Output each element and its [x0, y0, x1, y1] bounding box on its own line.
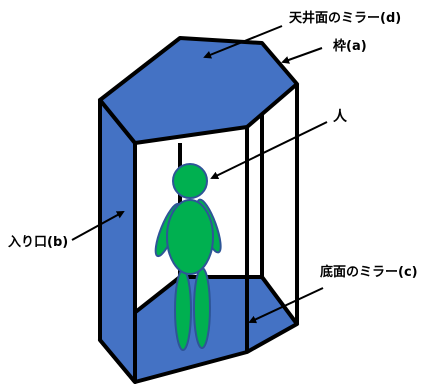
- label-floor-mirror: 底面のミラー(c): [320, 264, 418, 280]
- label-frame: 枠(a): [333, 38, 367, 54]
- label-person: 人: [333, 108, 348, 125]
- arrow-floor-mirror: [248, 287, 324, 324]
- arrow-frame: [281, 47, 323, 64]
- arrow-ceiling-mirror: [203, 25, 283, 59]
- label-ceiling-mirror: 天井面のミラー(d): [289, 10, 401, 26]
- ceiling-mirror-panel: [98, 36, 299, 145]
- person-right-leg: [193, 267, 211, 349]
- label-entrance: 入り口(b): [8, 235, 68, 250]
- person-torso: [166, 199, 214, 275]
- side-mirror-panel-left: [98, 98, 137, 384]
- arrow-entrance: [71, 211, 125, 241]
- person-left-leg: [174, 269, 192, 351]
- person-figure: [154, 163, 222, 351]
- person-head: [172, 163, 208, 199]
- arrow-person: [210, 121, 328, 179]
